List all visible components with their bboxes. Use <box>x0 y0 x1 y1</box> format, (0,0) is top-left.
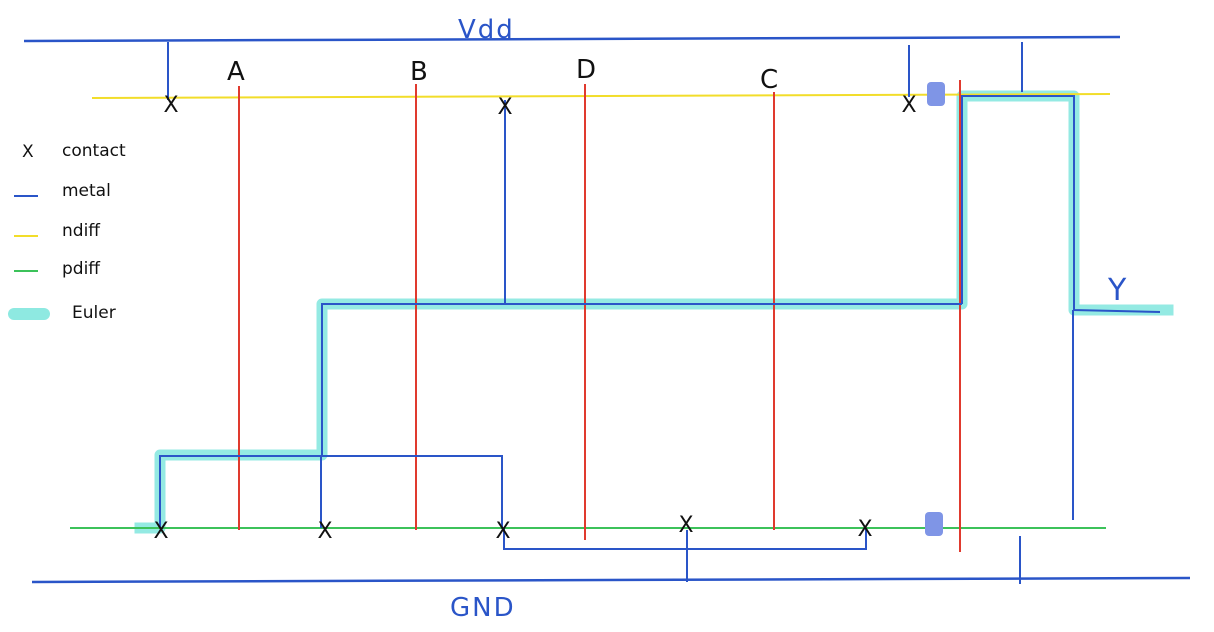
legend-pdiff-label: pdiff <box>62 259 101 279</box>
legend-euler-swatch <box>8 308 50 320</box>
contacts: X X X X X X X X <box>153 93 916 544</box>
contact-mark: X <box>901 93 916 118</box>
gnd-bridge <box>503 528 867 550</box>
legend: X contact metal ndiff pdiff Euler <box>8 141 126 323</box>
gate-b-label: B <box>410 57 428 87</box>
legend-item-metal: metal <box>14 181 111 201</box>
metal-wires <box>159 42 1161 584</box>
legend-contact-label: contact <box>62 141 126 161</box>
legend-item-euler: Euler <box>8 303 116 323</box>
euler-path-segment <box>134 90 1174 534</box>
contact-mark: X <box>495 519 510 544</box>
legend-item-pdiff: pdiff <box>14 259 101 279</box>
vdd-label: Vdd <box>458 15 515 45</box>
gate-d-label: D <box>576 55 596 85</box>
output-label: Y <box>1107 273 1127 308</box>
euler-path <box>134 90 1174 534</box>
legend-euler-label: Euler <box>72 303 116 323</box>
gate-c-label: C <box>760 65 778 95</box>
contact-mark: X <box>153 519 168 544</box>
contact-mark: X <box>497 95 512 120</box>
legend-metal-label: metal <box>62 181 111 201</box>
output-bus <box>321 303 962 455</box>
legend-contact-symbol: X <box>22 142 34 162</box>
gate-a-label: A <box>227 57 245 87</box>
legend-item-contact: X contact <box>22 141 126 162</box>
legend-item-ndiff: ndiff <box>14 221 101 241</box>
gnd-label: GND <box>450 593 516 623</box>
vdd-rail <box>23 35 1121 43</box>
contact-mark: X <box>317 519 332 544</box>
poly-gates <box>238 80 961 552</box>
legend-ndiff-label: ndiff <box>62 221 101 241</box>
output-marker-top <box>927 82 945 106</box>
output-marker-bottom <box>925 512 943 536</box>
gnd-rail <box>31 576 1191 584</box>
output-metal <box>961 95 1161 313</box>
contact-mark: X <box>857 517 872 542</box>
contact-mark: X <box>678 513 693 538</box>
contact-mark: X <box>163 93 178 118</box>
pdiff-bridge <box>159 455 503 528</box>
